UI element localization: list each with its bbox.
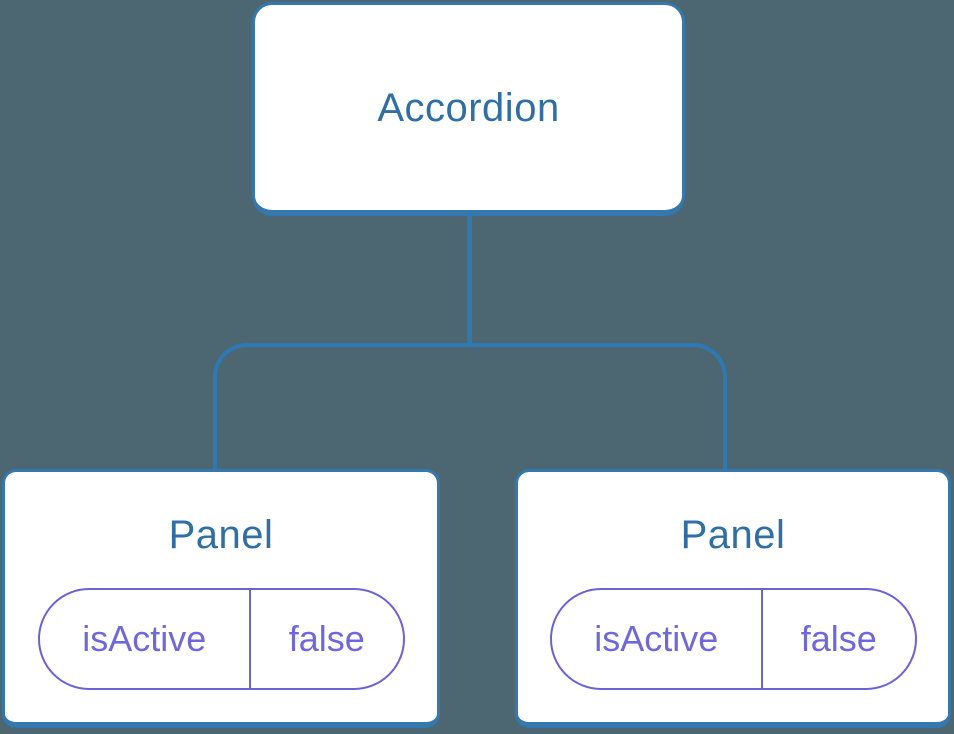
panel-left-label: Panel xyxy=(168,513,274,557)
panel-right-label: Panel xyxy=(680,513,786,557)
state-key: isActive xyxy=(40,590,252,688)
accordion-node: Accordion xyxy=(252,2,685,216)
state-value: false xyxy=(288,618,365,659)
panel-right-state-pill: isActive false xyxy=(549,588,917,690)
root-connector-line xyxy=(467,212,472,345)
accordion-node-label: Accordion xyxy=(377,85,560,130)
state-value: false xyxy=(800,618,877,659)
panel-node-right: Panel isActive false xyxy=(515,469,951,728)
state-key: isActive xyxy=(552,590,764,688)
panel-node-left: Panel isActive false xyxy=(2,469,440,728)
children-bracket-line xyxy=(213,343,727,470)
panel-left-state-pill: isActive false xyxy=(37,588,405,690)
